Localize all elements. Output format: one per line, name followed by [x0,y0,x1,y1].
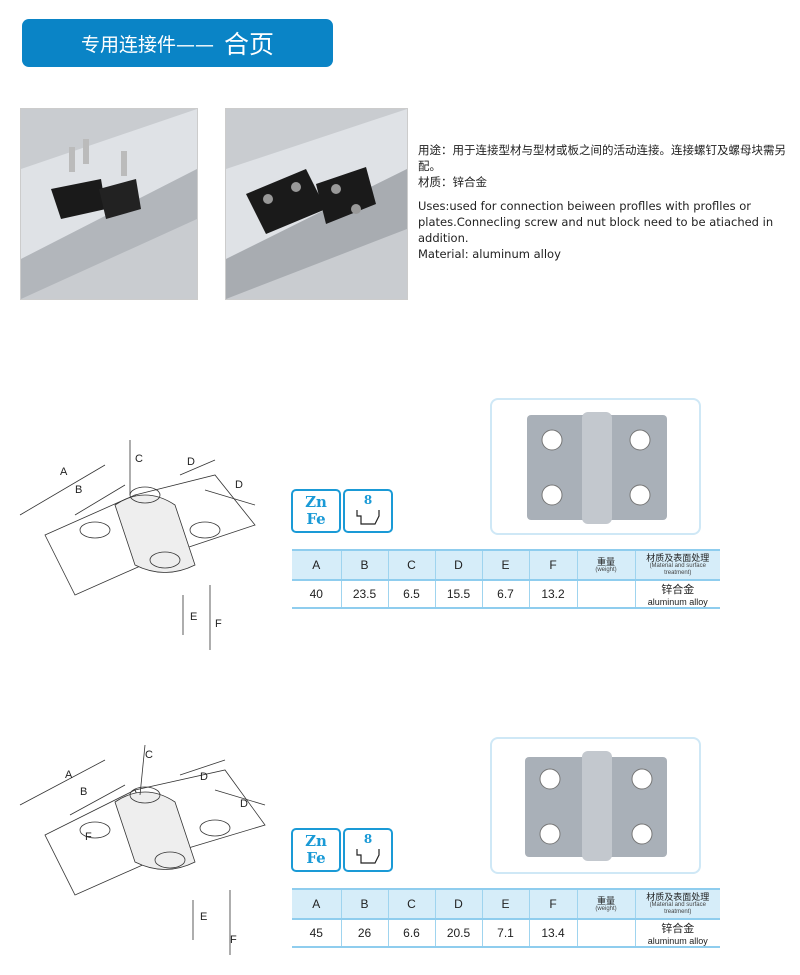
badge-fe: Fe [306,510,326,528]
cell-d: 20.5 [434,919,482,947]
badge-fe: Fe [306,849,326,867]
material-en: Material: aluminum alloy [418,247,561,261]
use-cn: 用途：用于连接型材与型材或板之间的活动连接。连接螺钉及螺母块需另配。 [418,143,786,173]
spec-table-45: A B C D E F 重量(weight) 材质及表面处理(Material … [292,888,720,948]
photo-illustration [226,109,407,299]
cell-a: 45 [309,926,323,940]
header-c: C [387,889,435,919]
label-b: B [80,786,87,798]
hinge-product-image-45 [490,737,701,874]
label-e: E [200,911,207,923]
header-a: A [312,897,321,911]
photo-illustration [21,109,197,299]
label-d2: D [235,479,243,491]
header-d: D [434,550,482,580]
label-c: C [145,749,153,761]
banner-title: 合页 [224,30,275,59]
slot-badge: 8 [343,489,393,533]
badge-zn: Zn [305,493,327,511]
material-en-value: aluminum alloy [647,936,708,946]
hinge-product-image-40 [490,398,701,535]
header-weight: 重量(weight) [576,550,635,580]
hinge-photo-with-screws [20,108,198,300]
material-en: (Material and surface treatment) [649,563,706,576]
hinge-dimension-drawing-45: A B C D D F E F [19,744,266,955]
cell-c: 6.6 [387,919,435,947]
material-en-value: aluminum alloy [647,597,708,607]
label-e: E [190,611,197,623]
badge-zn: Zn [305,832,327,850]
header-b: B [340,889,388,919]
label-d: D [187,456,195,468]
slot-size: 8 [363,493,373,507]
t-slot-icon [356,510,380,525]
cell-b: 23.5 [340,580,388,608]
header-f: F [528,550,577,580]
spec-table-40: A B C D E F 重量(weight) 材质及表面处理(Material … [292,549,720,609]
header-material: 材质及表面处理(Material and surface treatment) [634,550,720,580]
product-description: 用途：用于连接型材与型材或板之间的活动连接。连接螺钉及螺母块需另配。 材质：锌合… [418,142,793,262]
t-slot-icon [356,849,380,864]
label-b: B [75,484,82,496]
cell-weight [576,580,635,608]
header-e: E [481,550,529,580]
material-cn-value: 锌合金 [661,584,695,596]
label-f: F [215,618,222,630]
hinge-photo-mounted [225,108,408,300]
weight-en: (weight) [595,566,617,573]
hinge-image [527,412,667,524]
label-d2: D [240,798,248,810]
header-e: E [481,889,529,919]
label-f-side: F [85,831,92,843]
section-banner: 专用连接件—— 合页 [22,19,333,67]
cell-c: 6.5 [387,580,435,608]
weight-cn: 重量 [596,895,615,906]
label-c: C [135,453,143,465]
label-a: A [65,769,73,781]
hinge-dimension-drawing-40: A B C D D E F [19,440,256,650]
header-f: F [528,889,577,919]
material-en: (Material and surface treatment) [649,902,706,915]
cell-f: 13.2 [528,580,577,608]
material-cn: 材质及表面处理 [646,892,710,902]
header-c: C [387,550,435,580]
banner-prefix: 专用连接件—— [80,33,214,56]
header-b: B [340,550,388,580]
label-d: D [200,771,208,783]
header-a: A [312,558,321,572]
label-f: F [230,934,237,946]
use-en: Uses:used for connection beiween proflle… [418,199,774,245]
cell-d: 15.5 [434,580,482,608]
label-a: A [60,466,68,478]
header-material: 材质及表面处理(Material and surface treatment) [634,889,720,919]
header-weight: 重量(weight) [576,889,635,919]
weight-cn: 重量 [596,556,615,567]
hinge-image [525,751,667,861]
material-badge: Zn Fe [291,828,341,872]
cell-weight [576,919,635,947]
slot-badge: 8 [343,828,393,872]
weight-en: (weight) [595,905,617,912]
material-cn: 材质及表面处理 [646,553,710,563]
cell-a: 40 [309,587,323,601]
header-d: D [434,889,482,919]
cell-b: 26 [340,919,388,947]
cell-e: 7.1 [481,919,529,947]
material-cn: 材质：锌合金 [418,175,487,189]
material-cn-value: 锌合金 [661,923,695,935]
cell-e: 6.7 [481,580,529,608]
cell-f: 13.4 [528,919,577,947]
slot-size: 8 [363,832,373,846]
material-badge: Zn Fe [291,489,341,533]
